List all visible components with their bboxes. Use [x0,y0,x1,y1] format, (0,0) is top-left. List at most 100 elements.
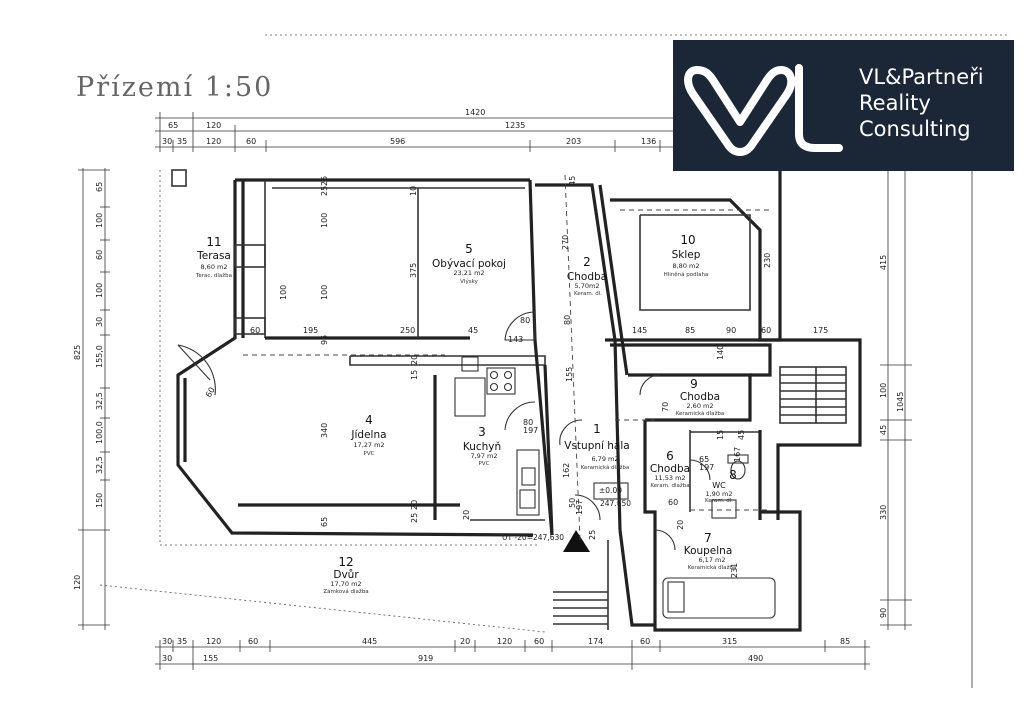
dim-label: 596 [390,137,405,146]
dim-label: 70 [661,402,670,412]
logo-line: Consulting [859,117,971,141]
dim-label: 90 [879,608,888,618]
dim-label: 25 [320,186,329,196]
bathtub-icon [662,577,776,619]
dim-label: 120 [206,637,221,646]
dim-label: 1235 [505,121,525,130]
dim-label: 195 [303,326,318,335]
room-floor: Terac. dlažba [195,272,232,279]
floor-height-label: 247.650 [600,499,631,508]
kitchen-counter [454,377,486,417]
room-number: 9 [690,377,698,391]
dim-label: 100 [95,283,104,298]
dim-label: 85 [685,326,695,335]
dim-label: 136 [641,137,656,146]
dim-label: 65 [699,455,709,464]
room-label-2: 2 Chodba 5,70m2 Keram. dl. [567,255,607,297]
vl-logo-icon: VL [683,52,843,156]
plan-title: Přízemí 1:50 [76,72,274,103]
room-number: 5 [465,242,473,256]
room-area: 7,97 m2 [470,452,497,460]
dim-label: 100 [279,285,288,300]
dim-label: 80 [523,418,533,427]
dim-label: 60 [95,250,104,260]
room-area: 1,90 m2 [705,490,732,498]
dim-label: 20 [676,520,685,530]
dim-label: 45 [737,430,746,440]
room-floor: Keram. dl. [574,291,602,297]
room-number: 2 [583,255,591,269]
dim-label: 80 [520,316,530,325]
dim-label: 15 [716,430,725,440]
dim-label: 150 [95,493,104,508]
door-leaf [177,344,211,381]
dim-label: 143 [508,335,523,344]
dim-label: 100 [879,383,888,398]
dim-label: 825 [73,345,82,360]
dim-label: 100 [320,213,329,228]
floor-level-marker [593,482,629,500]
dim-label: 1045 [896,392,905,412]
dim-label: 25 [588,530,597,540]
dimension-lines-bottom [155,640,870,670]
room-number: 7 [704,531,712,545]
room-floor: Keramická dlažba [676,410,725,417]
dim-label: 95 [320,335,329,345]
dim-label: 20 [410,500,419,510]
room-number: 8 [729,468,737,482]
dim-label: 60 [761,326,771,335]
dim-label: 10 [409,186,418,196]
room-label-1: 1 Vstupní hala 6,79 m2 Keramická dlažba [564,422,629,471]
dim-label: 174 [588,637,603,646]
dim-label: 155,0 [95,345,104,368]
logo-mark-text: VL [683,52,685,53]
dim-label: 270 [561,235,570,250]
washbasin-icon [711,499,737,519]
company-logo: VL VL&Partneři Reality Consulting [673,40,1014,171]
logo-line: VL&Partneři [859,65,984,89]
room-label-9: 9 Chodba 2,60 m2 Keramická dlažba [676,377,725,417]
room-name: Kuchyň [463,441,501,453]
room-floor: Keram. dlažba [650,482,689,489]
room-name: WC [712,481,726,490]
dim-label: 65 [320,517,329,527]
room-floor: Keramická dlažba [688,564,737,571]
stove-icon [486,367,516,395]
dim-label: 120 [497,637,512,646]
entrance-arrow-icon [563,530,590,552]
building-walls [171,169,862,632]
room-name: Vstupní hala [564,440,629,452]
dim-label: 20 [460,637,470,646]
room-floor: Zámková dlažba [323,588,368,595]
dim-label: 167 [733,447,742,462]
site-boundary [99,34,1010,633]
room-area: 8,60 m2 [200,263,227,271]
dim-label: 197 [699,463,714,472]
dim-label: 140 [716,345,725,360]
dimension-lines-left [78,168,110,630]
room-floor: Keram. dl. [705,498,733,504]
door-swing [654,529,676,551]
room-area: 23,21 m2 [453,269,484,277]
room-label-5: 5 Obývací pokoj 23,21 m2 Vlýsky [432,242,506,285]
room-floor: Hliněná podlaha [664,271,709,278]
room-floor: PVC [364,451,375,457]
dim-label: 85 [840,637,850,646]
room-label-8: 8 WC 1,90 m2 Keram. dl. [705,468,737,504]
dim-label: 60 [534,637,544,646]
kitchen-sink-icon [516,449,540,516]
room-name: Chodba [680,391,720,403]
room-area: 11,53 m2 [654,474,685,482]
door-swing [504,401,536,431]
dim-label: 20 [410,355,419,365]
dim-label: 330 [879,505,888,520]
room-name: Koupelna [684,545,733,557]
dim-label: 45 [568,176,577,186]
room-area: 8,80 m2 [672,262,699,270]
room-name: Chodba [567,271,607,283]
dimension-labels-top: 1420 65 120 1235 30 35 120 60 596 203 13… [162,108,656,146]
room-name: Dvůr [333,569,359,581]
room-area: 6,17 m2 [698,556,725,564]
dim-label: 175 [813,326,828,335]
